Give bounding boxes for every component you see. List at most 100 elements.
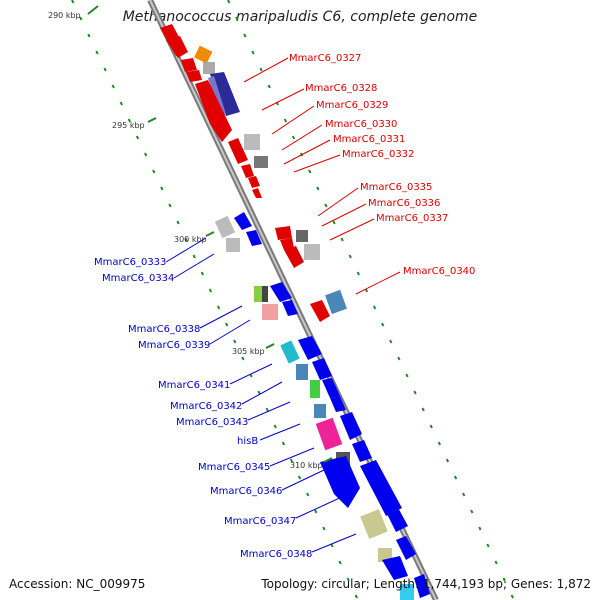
gene-arrow[interactable]	[330, 396, 346, 412]
guide-dot	[389, 339, 393, 344]
gene-arrow[interactable]	[234, 212, 252, 230]
gene-label[interactable]: MmarC6_0333	[94, 257, 166, 268]
gene-arrow[interactable]	[340, 412, 362, 440]
gene-label[interactable]: MmarC6_0340	[403, 266, 475, 277]
gene-arrow[interactable]	[360, 460, 402, 516]
gene-label[interactable]: MmarC6_0332	[342, 149, 414, 160]
gene-arrow[interactable]	[195, 80, 232, 142]
gene-label[interactable]: MmarC6_0347	[224, 516, 296, 527]
gene-arrow[interactable]	[322, 378, 340, 398]
gene-box[interactable]	[262, 286, 268, 302]
gene-arrow[interactable]	[298, 336, 322, 360]
gene-arrow[interactable]	[208, 76, 226, 116]
gene-arrow[interactable]	[282, 300, 298, 316]
gene-arrow[interactable]	[275, 226, 292, 240]
gene-arrow[interactable]	[396, 536, 416, 560]
gene-label[interactable]: MmarC6_0338	[128, 324, 200, 335]
gene-label[interactable]: MmarC6_0337	[376, 213, 448, 224]
gene-label[interactable]: MmarC6_0345	[198, 462, 270, 473]
gene-arrow[interactable]	[228, 138, 248, 164]
gene-label[interactable]: MmarC6_0342	[170, 401, 242, 412]
gene-arrow[interactable]	[248, 176, 260, 188]
gene-arrow[interactable]	[280, 238, 294, 250]
gene-box[interactable]	[280, 340, 300, 364]
guide-dot	[160, 186, 164, 191]
gene-label[interactable]: MmarC6_0335	[360, 182, 432, 193]
gene-arrow[interactable]	[352, 440, 372, 462]
gene-label[interactable]: MmarC6_0331	[333, 134, 405, 145]
gene-label[interactable]: hisB	[237, 436, 258, 447]
gene-arrow[interactable]	[384, 504, 408, 532]
gene-box[interactable]	[254, 286, 264, 302]
gene-label[interactable]: MmarC6_0328	[305, 83, 377, 94]
gene-label[interactable]: MmarC6_0329	[316, 100, 388, 111]
gene-box[interactable]	[325, 289, 347, 315]
gene-box[interactable]	[226, 238, 240, 252]
guide-dot	[273, 424, 277, 429]
tick-label: 310 kbp	[290, 461, 323, 470]
guide-dot	[192, 254, 196, 259]
gene-arrow[interactable]	[186, 70, 202, 82]
gene-label[interactable]: MmarC6_0334	[102, 273, 174, 284]
gene-label[interactable]: MmarC6_0348	[240, 549, 312, 560]
guide-dot	[233, 339, 237, 344]
guide-dot	[494, 560, 498, 565]
guide-dot	[429, 424, 433, 429]
summary-text: Topology: circular; Length: 1,744,193 bp…	[261, 577, 591, 591]
guide-dot	[71, 0, 75, 4]
gene-box[interactable]	[315, 417, 343, 451]
guide-dot	[227, 0, 231, 4]
gene-arrow[interactable]	[241, 164, 254, 178]
gene-box[interactable]	[360, 509, 388, 539]
map-title: Methanococcus maripaludis C6, complete g…	[122, 9, 478, 25]
gene-box[interactable]	[296, 230, 308, 242]
gene-label[interactable]: MmarC6_0330	[325, 119, 397, 130]
gene-arrow[interactable]	[252, 188, 262, 198]
gene-box[interactable]	[214, 215, 236, 239]
gene-arrow[interactable]	[166, 36, 188, 58]
gene-label[interactable]: MmarC6_0339	[138, 340, 210, 351]
gene-box[interactable]	[244, 134, 260, 150]
gene-arrow[interactable]	[246, 230, 262, 246]
gene-arrow[interactable]	[310, 300, 330, 322]
label-leader	[283, 139, 331, 165]
guide-dot	[297, 475, 302, 480]
gene-arrow[interactable]	[312, 358, 332, 380]
gene-label[interactable]: MmarC6_0336	[368, 198, 440, 209]
guide-dot	[453, 475, 458, 480]
guide-dot	[135, 135, 140, 140]
gene-label[interactable]: MmarC6_0327	[289, 53, 361, 64]
gene-box[interactable]	[203, 62, 215, 74]
guide-dot	[144, 152, 148, 157]
gene-label[interactable]: MmarC6_0346	[210, 486, 282, 497]
label-leader	[243, 57, 289, 83]
gene-box[interactable]	[304, 244, 320, 260]
gene-box[interactable]	[310, 380, 320, 398]
gene-box[interactable]	[254, 156, 268, 168]
gene-arrow[interactable]	[210, 72, 240, 116]
gene-arrow[interactable]	[284, 246, 304, 268]
gene-label[interactable]: MmarC6_0343	[176, 417, 248, 428]
gene-box[interactable]	[262, 304, 278, 320]
gene-box[interactable]	[296, 364, 308, 380]
gene-box[interactable]	[400, 584, 414, 600]
label-leader	[281, 469, 325, 491]
gene-arrow[interactable]	[382, 556, 408, 580]
gene-arrow[interactable]	[270, 282, 292, 302]
gene-box[interactable]	[194, 45, 213, 64]
accession-text: Accession: NC_009975	[9, 577, 146, 591]
gene-arrow[interactable]	[181, 58, 197, 72]
guide-dot	[200, 271, 204, 276]
gene-arrow[interactable]	[414, 574, 430, 598]
gene-arrow[interactable]	[320, 456, 360, 508]
guide-dot	[241, 356, 245, 361]
gene-label[interactable]: MmarC6_0341	[158, 380, 230, 391]
gene-box[interactable]	[314, 404, 326, 418]
guide-dot	[510, 594, 514, 599]
guide-dot	[405, 373, 409, 378]
forward-gene-labels: MmarC6_0327 MmarC6_0328 MmarC6_0329 Mmar…	[243, 53, 475, 295]
guide-dot	[176, 220, 180, 225]
tick-mark	[265, 343, 275, 349]
gene-box[interactable]	[378, 548, 392, 562]
